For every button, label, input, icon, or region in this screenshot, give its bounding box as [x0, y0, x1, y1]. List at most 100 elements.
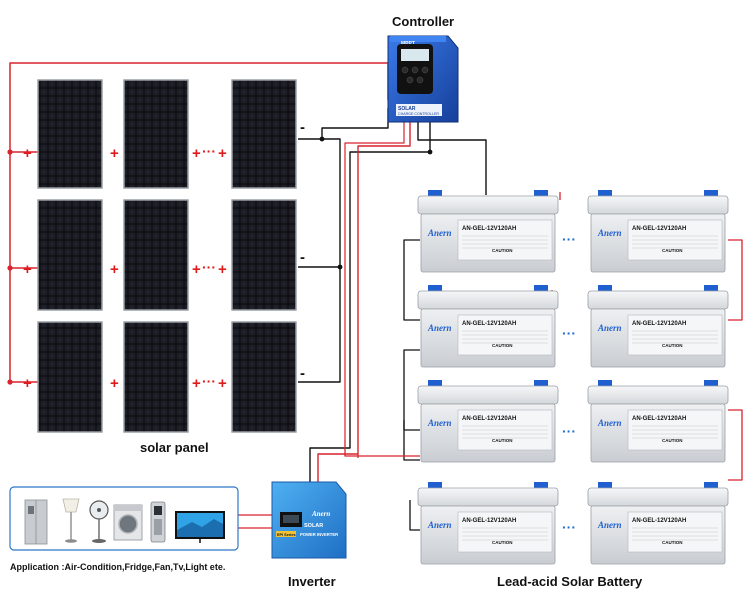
inverter-series: EPI Series	[277, 533, 296, 537]
solar-panel	[37, 321, 103, 433]
ellipsis: ···	[562, 325, 576, 341]
battery-caution: CAUTION	[662, 438, 683, 443]
controller-button	[401, 66, 409, 74]
ellipsis: ···	[562, 231, 576, 247]
battery-model: AN-GEL-12V120AH	[462, 518, 516, 524]
battery-brand: Anern	[427, 228, 452, 238]
controller-subtitle: CHARGE CONTROLLER	[398, 112, 439, 116]
ellipsis: ···	[202, 373, 216, 389]
battery-brand: Anern	[427, 520, 452, 530]
lamp-icon	[62, 498, 80, 543]
ellipsis: ···	[202, 143, 216, 159]
controller-brand: SOLAR	[398, 106, 416, 112]
battery-brand: Anern	[597, 228, 622, 238]
inverter-line2: POWER INVERTER	[300, 532, 338, 537]
battery-lid	[417, 385, 559, 405]
minus-mark: -	[300, 249, 305, 266]
solar-panel	[123, 199, 189, 311]
battery-unit: Anern AN-GEL-12V120AH CAUTION	[587, 285, 729, 368]
battery-caution: CAUTION	[492, 540, 513, 545]
controller-button	[421, 66, 429, 74]
battery-lid	[587, 195, 729, 215]
charge-controller: Controller MPPT SOLAR CHARGE CONTROLLER	[387, 14, 459, 123]
plus-mark: +	[23, 145, 32, 162]
inverter-line1: SOLAR	[304, 523, 323, 529]
controller-button	[416, 76, 424, 84]
battery-brand: Anern	[597, 418, 622, 428]
battery-model: AN-GEL-12V120AH	[632, 416, 686, 422]
inverter-label: Inverter	[288, 574, 336, 589]
battery-unit: Anern AN-GEL-12V120AH CAUTION	[587, 482, 729, 565]
controller-button	[406, 76, 414, 84]
battery-terminal	[428, 380, 442, 388]
plus-mark: +	[192, 145, 201, 162]
battery-lid	[587, 290, 729, 310]
battery-caution: CAUTION	[662, 343, 683, 348]
battery-lid	[587, 385, 729, 405]
battery-lid	[417, 487, 559, 507]
battery-terminal	[534, 482, 548, 490]
battery-caution: CAUTION	[662, 248, 683, 253]
battery-label: Lead-acid Solar Battery	[497, 574, 643, 589]
solar-panel	[123, 321, 189, 433]
inverter: Anern SOLAR POWER INVERTER EPI Series In…	[271, 481, 347, 589]
battery-lid	[417, 290, 559, 310]
solar-panel	[231, 199, 297, 311]
battery-caution: CAUTION	[492, 343, 513, 348]
battery-terminal	[534, 380, 548, 388]
battery-model: AN-GEL-12V120AH	[462, 321, 516, 327]
tv-icon	[175, 511, 225, 543]
battery-brand: Anern	[597, 323, 622, 333]
plus-mark: +	[218, 261, 227, 278]
plus-mark: +	[23, 375, 32, 392]
battery-caution: CAUTION	[492, 438, 513, 443]
plus-mark: +	[110, 145, 119, 162]
plus-mark: +	[23, 261, 32, 278]
battery-unit: Anern AN-GEL-12V120AH CAUTION	[417, 285, 559, 368]
solar-panel	[231, 79, 297, 189]
plus-mark: +	[218, 145, 227, 162]
battery-terminal	[704, 190, 718, 198]
washing-machine-icon	[113, 504, 143, 541]
controller-label: Controller	[392, 14, 454, 29]
battery-terminal	[598, 482, 612, 490]
controller-button	[411, 66, 419, 74]
battery-terminal	[704, 285, 718, 293]
battery-terminal	[704, 380, 718, 388]
battery-terminal	[428, 285, 442, 293]
plus-mark: +	[110, 261, 119, 278]
battery-brand: Anern	[427, 323, 452, 333]
battery-model: AN-GEL-12V120AH	[462, 416, 516, 422]
ellipsis: ···	[562, 519, 576, 535]
battery-lid	[417, 195, 559, 215]
minus-mark: -	[300, 365, 305, 382]
fridge-icon	[24, 499, 48, 545]
minus-mark: -	[300, 119, 305, 136]
ellipsis: ···	[202, 259, 216, 275]
battery-terminal	[534, 190, 548, 198]
air-conditioner-icon	[150, 501, 166, 543]
battery-model: AN-GEL-12V120AH	[632, 321, 686, 327]
battery-caution: CAUTION	[662, 540, 683, 545]
battery-terminal	[598, 380, 612, 388]
application-caption: Application :Air-Condition,Fridge,Fan,Tv…	[10, 562, 225, 572]
battery-brand: Anern	[597, 520, 622, 530]
plus-mark: +	[192, 375, 201, 392]
application-panel: Application :Air-Condition,Fridge,Fan,Tv…	[9, 486, 239, 572]
solar-panel	[37, 79, 103, 189]
plus-mark: +	[110, 375, 119, 392]
battery-lid	[587, 487, 729, 507]
solar-panel	[231, 321, 297, 433]
battery-model: AN-GEL-12V120AH	[632, 518, 686, 524]
battery-unit: Anern AN-GEL-12V120AH CAUTION	[417, 482, 559, 565]
solar-panel	[123, 79, 189, 189]
battery-terminal	[534, 285, 548, 293]
solar-panel-label: solar panel	[140, 440, 209, 455]
battery-terminal	[704, 482, 718, 490]
battery-terminal	[428, 482, 442, 490]
solar-panel	[37, 199, 103, 311]
